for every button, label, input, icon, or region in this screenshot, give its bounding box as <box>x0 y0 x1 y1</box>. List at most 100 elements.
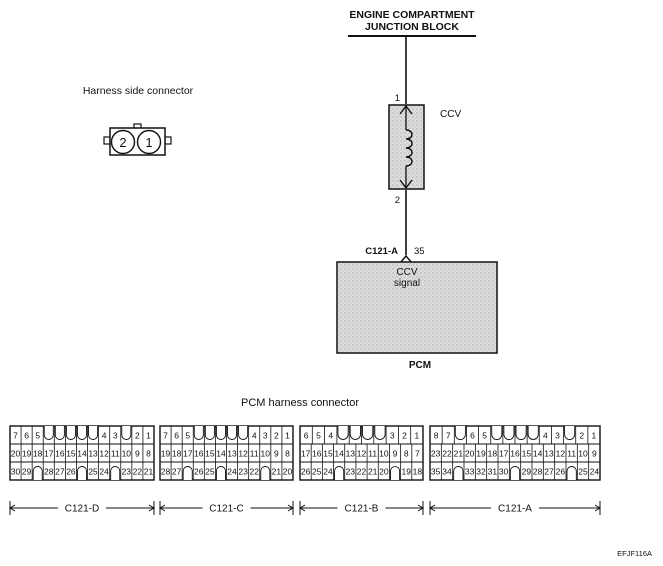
connector-key-slot <box>509 466 521 480</box>
connector-pin-label: 28 <box>533 467 543 477</box>
connector-pin-label: 14 <box>77 449 87 459</box>
connector-pin-label: 22 <box>249 467 259 477</box>
connector-pin-label: 2 <box>579 431 584 441</box>
connector-pin-label: 12 <box>99 449 109 459</box>
connector-pin-label: 10 <box>578 449 588 459</box>
connector-pin-label: 1 <box>146 431 151 441</box>
connector-name-label: C121-D <box>65 504 99 515</box>
connector-pin-label: 25 <box>205 467 215 477</box>
junction-block: ENGINE COMPARTMENT JUNCTION BLOCK <box>348 9 476 37</box>
connector-pin-label: 18 <box>172 449 182 459</box>
connector-pin-label: 20 <box>11 449 21 459</box>
connector-pin-label: 14 <box>216 449 226 459</box>
connector-pin-label: 23 <box>238 467 248 477</box>
connector-pin-label: 19 <box>22 449 32 459</box>
dimension-arrow-left <box>159 504 166 512</box>
ccv-pin-2-label: 2 <box>395 195 400 206</box>
connector-pin-label: 24 <box>99 467 109 477</box>
connector-pin-label: 25 <box>578 467 588 477</box>
connector-pin-label: 16 <box>55 449 65 459</box>
connector-pin-label: 7 <box>415 449 420 459</box>
connector-pin-label: 4 <box>102 431 107 441</box>
connector-key-slot <box>503 426 515 440</box>
connector-pin-label: 22 <box>442 449 452 459</box>
connector-pin-label: 1 <box>285 431 290 441</box>
connector-key-slot <box>260 466 271 480</box>
connector-pin-label: 18 <box>488 449 498 459</box>
connector-name-label: C121-A <box>498 504 532 515</box>
connector-pin-label: 5 <box>316 431 321 441</box>
connector-key-slot <box>88 426 99 440</box>
connector-key-slot <box>334 466 345 480</box>
dimension-arrow-right <box>148 504 155 512</box>
connector-key-slot <box>54 426 65 440</box>
connector-pin-label: 7 <box>446 431 451 441</box>
connector-pin-label: 30 <box>499 467 509 477</box>
ccv-label: CCV <box>440 109 461 120</box>
pcm-connector-label: C121-A <box>365 246 398 257</box>
connector-pin-label: 21 <box>454 449 464 459</box>
connector-pin-label: 29 <box>522 467 532 477</box>
connector-key-slot <box>453 466 464 480</box>
connector-key-slot <box>515 426 527 440</box>
connector-pin-label: 12 <box>357 449 367 459</box>
connector-key-slot <box>215 466 226 480</box>
connector-name-label: C121-C <box>209 504 243 515</box>
connector-pin-label: 24 <box>227 467 237 477</box>
connector-pin-label: 17 <box>183 449 193 459</box>
connector-pin-label: 8 <box>146 449 151 459</box>
connector-pin-label: 32 <box>476 467 486 477</box>
dimension-arrow-left <box>299 504 306 512</box>
connector-pin-label: 2 <box>402 431 407 441</box>
connector-pin-label: 7 <box>13 431 18 441</box>
connector-pin-label: 20 <box>283 467 293 477</box>
pcm-label: PCM <box>409 360 431 371</box>
connector-pin-label: 31 <box>488 467 498 477</box>
connector-pin-label: 27 <box>55 467 65 477</box>
connector-key-slot <box>43 426 54 440</box>
connector-pin-label: 1 <box>414 431 419 441</box>
connector-pin-label: 22 <box>133 467 143 477</box>
connector-name-label: C121-B <box>345 504 379 515</box>
connector-pin-label: 24 <box>590 467 600 477</box>
connector-side-tab-right <box>164 136 172 145</box>
connector-pin-label: 14 <box>533 449 543 459</box>
connector-pin-label: 17 <box>44 449 54 459</box>
connector-pin-label: 24 <box>323 467 333 477</box>
connector-key-slot <box>182 466 193 480</box>
connector-pin-label: 6 <box>470 431 475 441</box>
connector-pin-label: 7 <box>163 431 168 441</box>
connector-pin-label: 3 <box>390 431 395 441</box>
connector-pin-label: 21 <box>368 467 378 477</box>
connector-pin-label: 25 <box>312 467 322 477</box>
connector-pin-label: 28 <box>44 467 54 477</box>
connector-pin-label: 18 <box>413 467 423 477</box>
connector-key-slot <box>110 466 121 480</box>
connector-pin-label: 25 <box>88 467 98 477</box>
connector-key-slot <box>77 466 87 480</box>
connector-pin-label: 16 <box>510 449 520 459</box>
connector-pin-label: 6 <box>304 431 309 441</box>
pcm-signal-label-line1: CCV <box>396 267 417 278</box>
connector-pin-label: 8 <box>434 431 439 441</box>
connector-pin-label: 11 <box>250 449 259 459</box>
ccv-component: 1 CCV 2 <box>388 93 461 206</box>
figure-code: EFJF116A <box>617 549 652 558</box>
connector-pin-label: 27 <box>172 467 182 477</box>
connector-pin-label: 30 <box>11 467 21 477</box>
connector-pin-label: 27 <box>544 467 554 477</box>
connector-pin-label: 18 <box>33 449 43 459</box>
connector-key-slot <box>227 426 238 440</box>
ccv-bottom-chevron <box>399 179 413 190</box>
connector-key-slot <box>32 466 43 480</box>
connector-pin-label: 8 <box>404 449 409 459</box>
connector-key-slot <box>349 426 361 440</box>
connector-pin-label: 13 <box>346 449 356 459</box>
pcm-pin-label: 35 <box>414 246 425 257</box>
connector-pin-label: 13 <box>227 449 237 459</box>
connector-key-slot <box>238 426 249 440</box>
